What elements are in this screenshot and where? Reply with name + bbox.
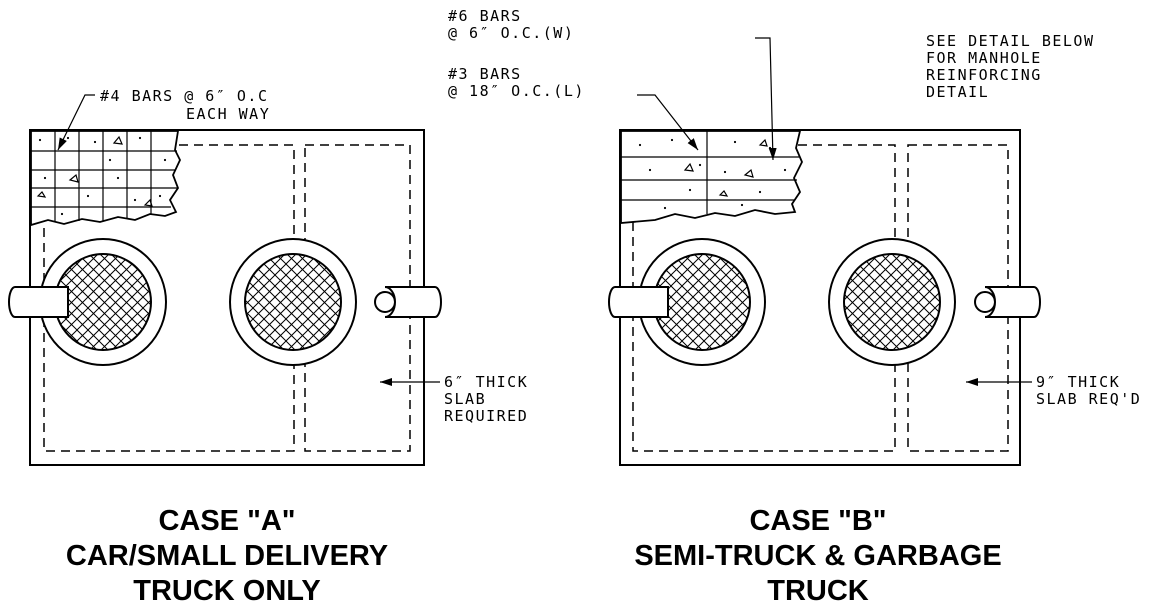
case-a-bars-note: #4 BARS @ 6″ O.C (100, 87, 269, 105)
case-b-manhole-1 (608, 238, 766, 366)
case-a-outlet-pipe (384, 286, 442, 318)
case-b-chamber-2 (907, 144, 1009, 452)
case-b-outlet-pipe (984, 286, 1041, 318)
case-b-caption-3: TRUCK (767, 575, 869, 607)
case-a-plan (8, 94, 442, 466)
case-a-caption-2: CAR/SMALL DELIVERY (66, 540, 388, 572)
case-b-l-bars-note-1: #3 BARS (448, 65, 522, 83)
case-b-l-bars-leader (637, 94, 699, 151)
case-b-detail-note-1: SEE DETAIL BELOW (926, 32, 1095, 50)
case-a-bars-leader (57, 94, 95, 151)
case-a-slab-note-3: REQUIRED (444, 407, 528, 425)
case-b-detail-note-2: FOR MANHOLE (926, 49, 1042, 67)
case-b-caption-1: CASE "B" (749, 505, 886, 537)
case-b-detail-note-3: REINFORCING (926, 66, 1042, 84)
case-a-slab-note-2: SLAB (444, 390, 486, 408)
case-b-caption-2: SEMI-TRUCK & GARBAGE (634, 540, 1001, 572)
case-b-l-bars-note-2: @ 18″ O.C.(L) (448, 82, 585, 100)
case-a-caption-3: TRUCK ONLY (133, 575, 320, 607)
case-a-caption-1: CASE "A" (158, 505, 295, 537)
case-b-detail-note-4: DETAIL (926, 83, 989, 101)
case-a-manhole-1 (8, 238, 167, 366)
case-a-bars-note-2: EACH WAY (186, 105, 270, 123)
case-a-slab-note-1: 6″ THICK (444, 373, 528, 391)
case-b-inlet-pipe (608, 286, 669, 318)
case-b-rebar-cutaway (620, 130, 803, 224)
case-a-manhole-2 (229, 238, 442, 366)
case-a-rebar-cutaway (30, 130, 181, 227)
case-b-plan (608, 37, 1041, 466)
case-b-w-bars-note-2: @ 6″ O.C.(W) (448, 24, 574, 42)
case-b-w-bars-leader (755, 37, 777, 161)
case-a-inlet-pipe (8, 286, 69, 318)
case-b-slab-note-2: SLAB REQ'D (1036, 390, 1141, 408)
case-b-manhole-2 (828, 238, 1041, 366)
case-b-w-bars-note-1: #6 BARS (448, 7, 522, 25)
case-b-slab-note-1: 9″ THICK (1036, 373, 1120, 391)
